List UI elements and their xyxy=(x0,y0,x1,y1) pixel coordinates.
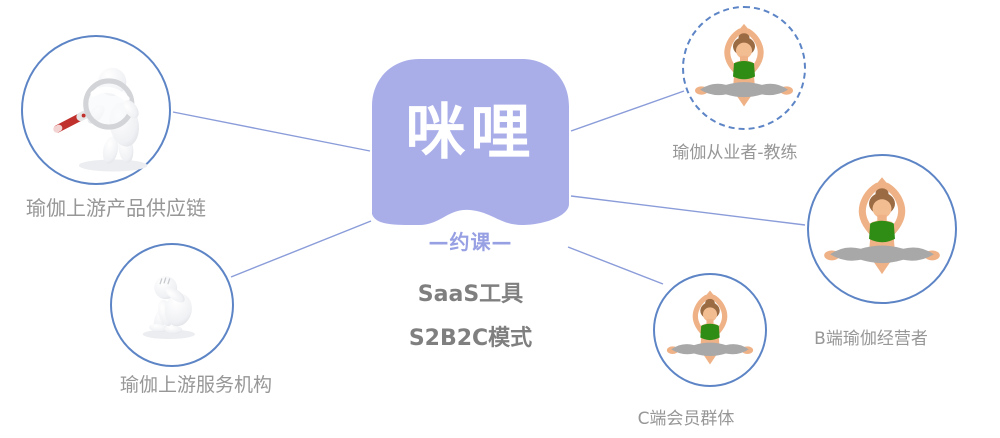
logo-card: 咪哩 xyxy=(372,59,569,227)
yoga-pose-icon xyxy=(694,21,794,115)
magnifier-person-icon xyxy=(53,67,148,172)
connector-line xyxy=(570,195,806,226)
connector-line xyxy=(570,90,685,132)
node-circle-supply-chain xyxy=(21,35,171,185)
node-circle-service-org xyxy=(110,243,234,367)
logo-text: 咪哩 xyxy=(405,98,536,168)
node-label-coach: 瑜伽从业者-教练 xyxy=(672,143,798,163)
connector-line xyxy=(567,246,664,285)
tagline-saas: SaaS工具 xyxy=(417,282,524,307)
yoga-pose-icon xyxy=(823,174,941,284)
connector-line xyxy=(230,220,372,278)
thinker-person-icon xyxy=(142,276,195,339)
node-label-b-side: B端瑜伽经营者 xyxy=(814,329,928,349)
tagline-s2b2c: S2B2C模式 xyxy=(408,326,533,351)
node-label-c-side: C端会员群体 xyxy=(637,409,735,429)
logo-subtitle: —约课— xyxy=(428,230,513,254)
logo-shape xyxy=(372,59,569,226)
yoga-pose-icon xyxy=(666,288,754,372)
node-circle-coach xyxy=(682,6,806,130)
node-label-service-org: 瑜伽上游服务机构 xyxy=(119,374,272,396)
node-circle-c-side xyxy=(653,273,767,387)
node-circle-b-side xyxy=(807,154,957,304)
node-label-supply-chain: 瑜伽上游产品供应链 xyxy=(26,196,206,220)
connector-line xyxy=(172,111,371,152)
